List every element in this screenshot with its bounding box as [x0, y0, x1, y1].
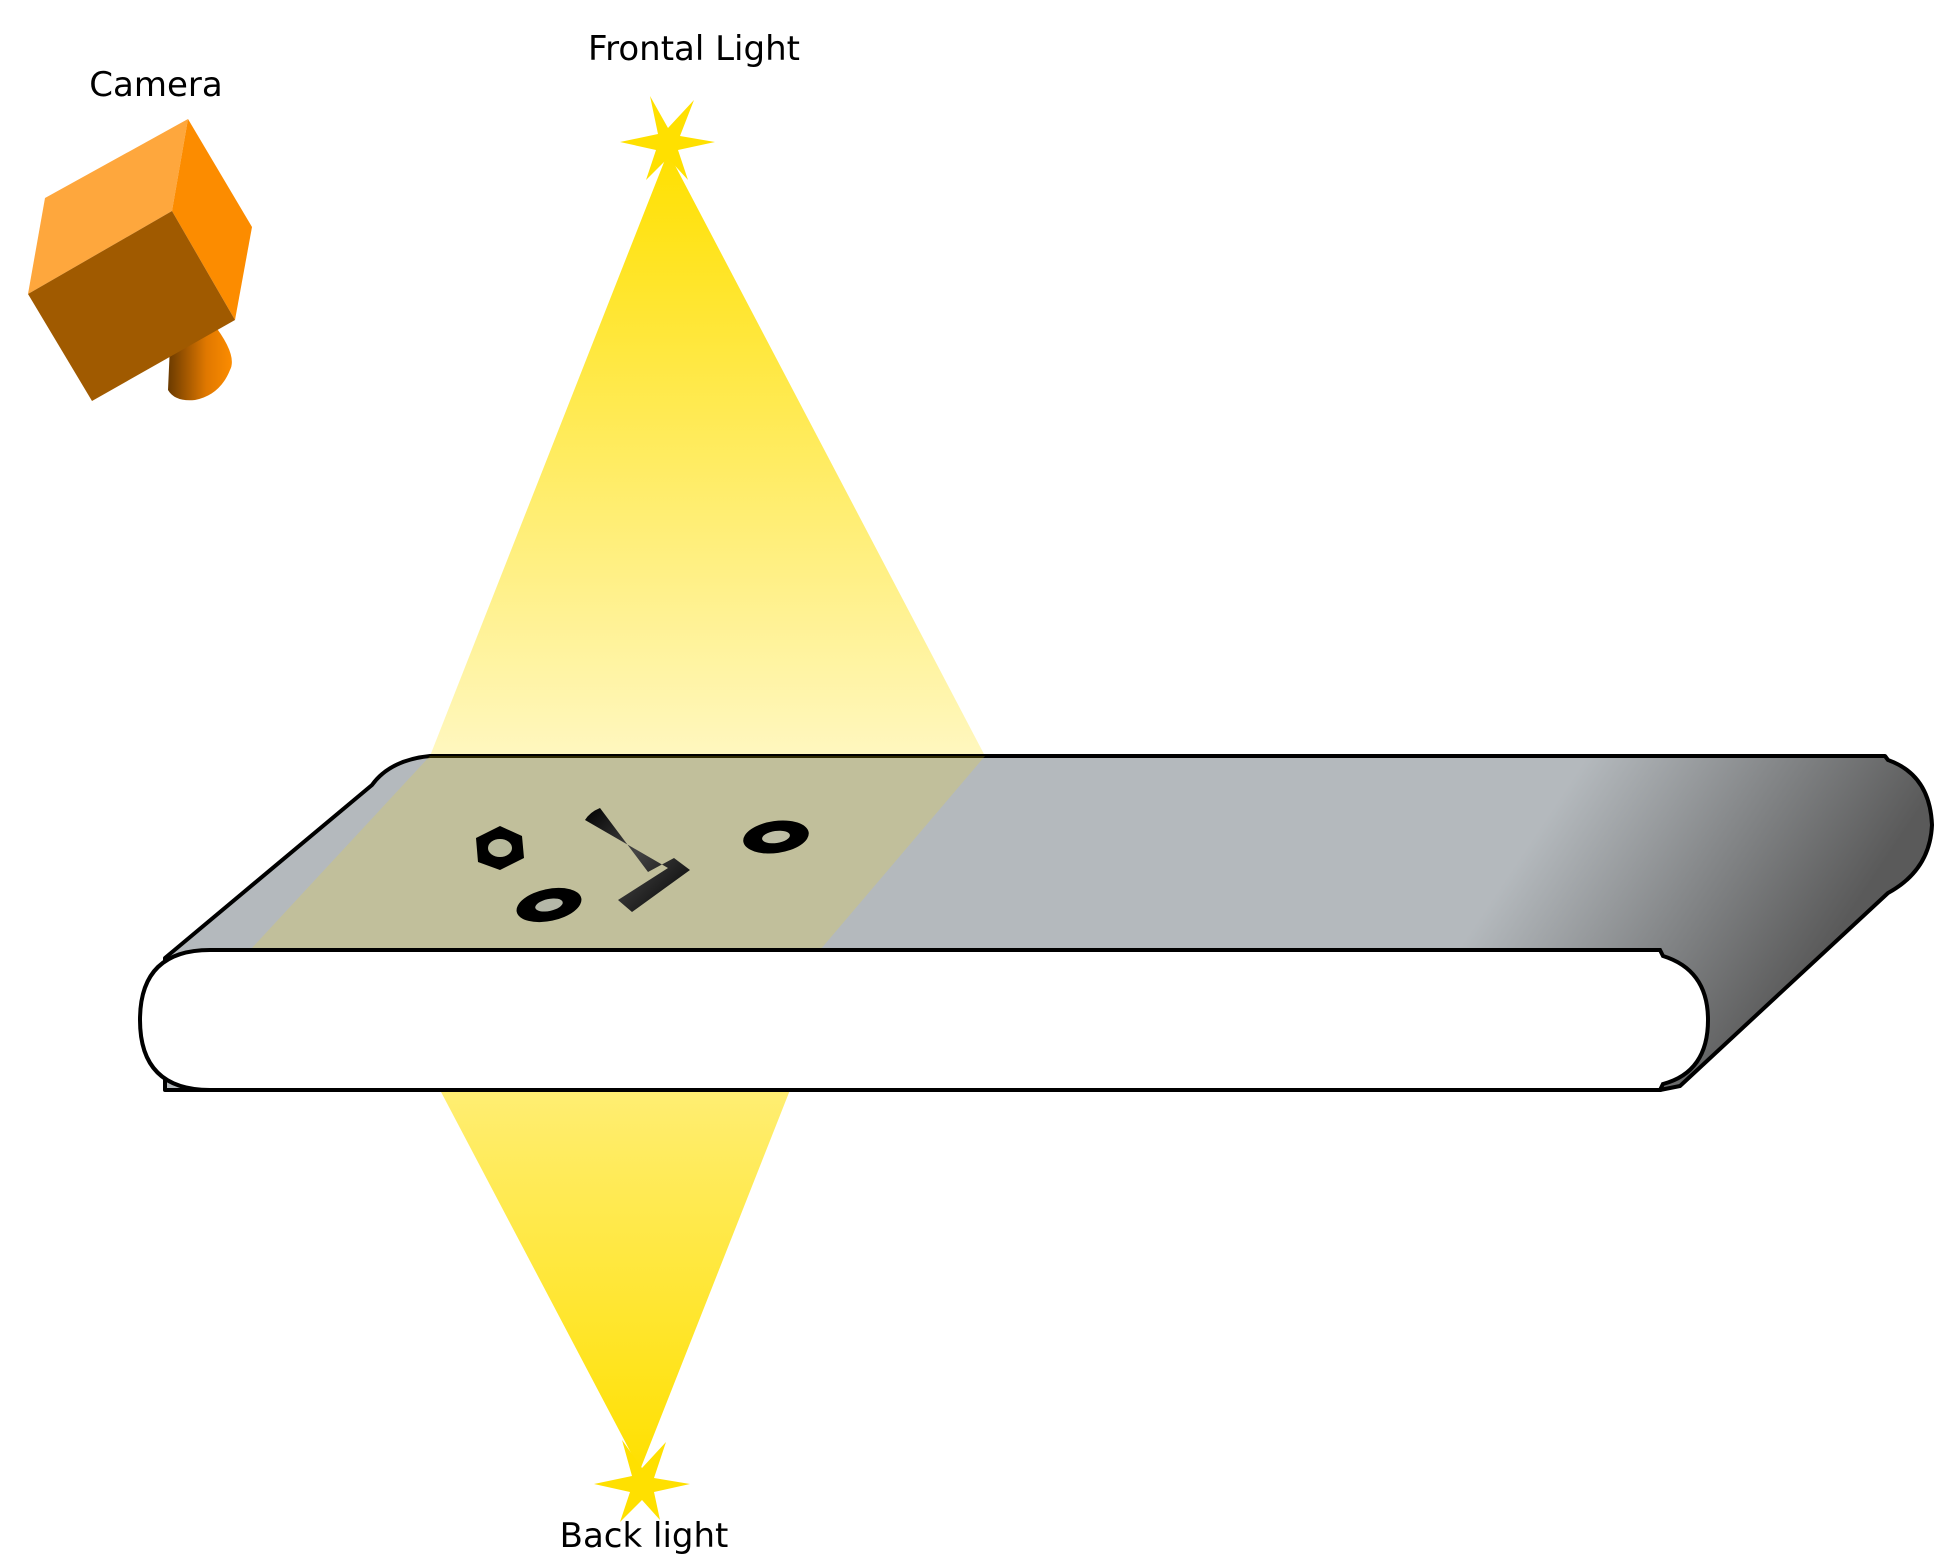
parts-on-belt: [476, 808, 809, 923]
belt-front-body: [137, 948, 1711, 1092]
back-light-beam: [440, 1090, 790, 1470]
back-light-label: Back light: [560, 1516, 729, 1556]
washer-icon: [516, 887, 582, 923]
back-light: Back light: [560, 1440, 729, 1556]
back-light-star-icon: [594, 1440, 690, 1522]
camera-side-face: [172, 119, 252, 320]
frontal-light: Frontal Light: [430, 29, 985, 756]
frontal-light-star-icon: [620, 96, 715, 180]
camera-label: Camera: [89, 65, 222, 105]
frontal-light-beam: [430, 152, 985, 756]
camera: Camera: [28, 65, 252, 401]
frontal-light-label: Frontal Light: [588, 29, 800, 69]
camera-front-face: [28, 211, 235, 401]
washer-icon: [743, 820, 809, 854]
camera-top-face: [28, 119, 188, 294]
hex-nut-icon: [476, 826, 524, 870]
conveyor-belt: [137, 754, 1934, 1092]
belt-light-overlay: [250, 756, 985, 950]
t-bolt-icon: [585, 808, 690, 912]
camera-icon: [28, 119, 252, 401]
